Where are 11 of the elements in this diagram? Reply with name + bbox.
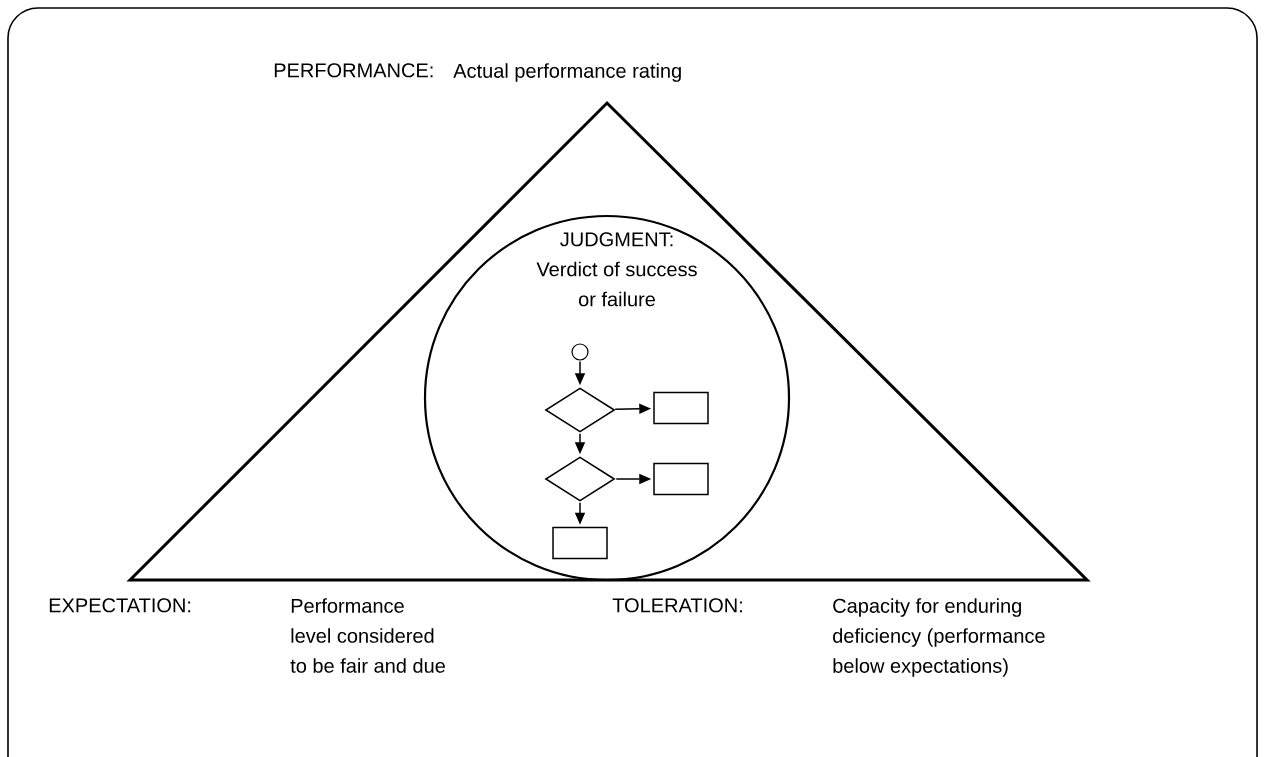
process-box	[653, 462, 709, 496]
label-heading: EXPECTATION:	[49, 598, 191, 613]
label-text: Actual performance rating	[453, 63, 681, 82]
label-heading: TOLERATION:	[612, 598, 742, 613]
process-box	[552, 526, 608, 560]
label-heading: PERFORMANCE:	[274, 63, 433, 78]
label-text: Capacity for enduring deficiency (performance below expectations)	[833, 598, 1045, 677]
start-circle	[571, 343, 589, 361]
label-text: Performance level considered to be fair and due	[290, 598, 445, 673]
process-box	[653, 391, 709, 425]
circle-node: JUDGMENT: Verdict of success or failure	[423, 214, 791, 582]
